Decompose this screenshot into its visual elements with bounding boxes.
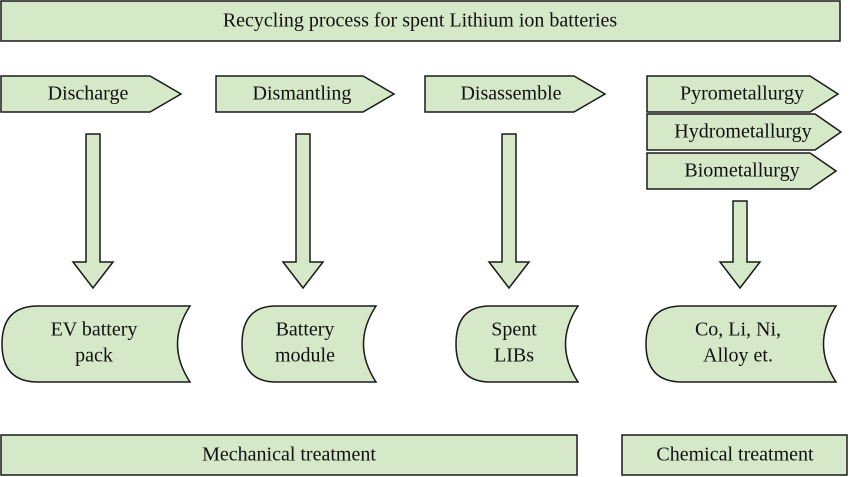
step-disassemble: Disassemble	[424, 75, 607, 113]
output-label-line1: Co, Li, Ni,	[695, 319, 781, 341]
step-label: Discharge	[48, 83, 129, 105]
output-label-line2: LIBs	[494, 345, 534, 367]
diagram-title: Recycling process for spent Lithium ion …	[223, 10, 618, 32]
method-label: Pyrometallurgy	[680, 83, 804, 105]
output-label-line1: EV battery	[51, 319, 138, 341]
output-label-line2: pack	[75, 345, 113, 367]
mechanical-treatment-label: Mechanical treatment	[202, 444, 376, 466]
step-dismantling: Dismantling	[215, 75, 396, 113]
chemical-treatment-label: Chemical treatment	[656, 444, 814, 466]
output-battery-module: Battery module	[241, 305, 378, 383]
output-label-line2: Alloy et.	[703, 345, 773, 367]
chemical-treatment-box: Chemical treatment	[621, 434, 848, 476]
output-label-line1: Spent	[491, 319, 537, 341]
output-label-line1: Battery	[276, 319, 335, 341]
down-arrow-icon	[281, 133, 325, 290]
method-pyrometallurgy: Pyrometallurgy	[646, 75, 840, 113]
method-label: Hydrometallurgy	[674, 121, 811, 143]
method-biometallurgy: Biometallurgy	[646, 152, 838, 190]
output-spent-libs: Spent LIBs	[455, 305, 580, 383]
down-arrow-icon	[71, 133, 115, 290]
output-ev-battery-pack: EV battery pack	[1, 305, 192, 383]
down-arrow-icon	[487, 133, 531, 290]
step-discharge: Discharge	[0, 75, 183, 113]
title-banner: Recycling process for spent Lithium ion …	[0, 0, 841, 42]
method-hydrometallurgy: Hydrometallurgy	[646, 113, 843, 151]
output-metals: Co, Li, Ni, Alloy et.	[645, 305, 838, 383]
method-label: Biometallurgy	[684, 160, 799, 182]
mechanical-treatment-box: Mechanical treatment	[0, 434, 578, 476]
step-label: Disassemble	[460, 83, 561, 105]
step-label: Dismantling	[253, 83, 352, 105]
down-arrow-icon	[718, 200, 762, 290]
output-label-line2: module	[275, 345, 335, 367]
